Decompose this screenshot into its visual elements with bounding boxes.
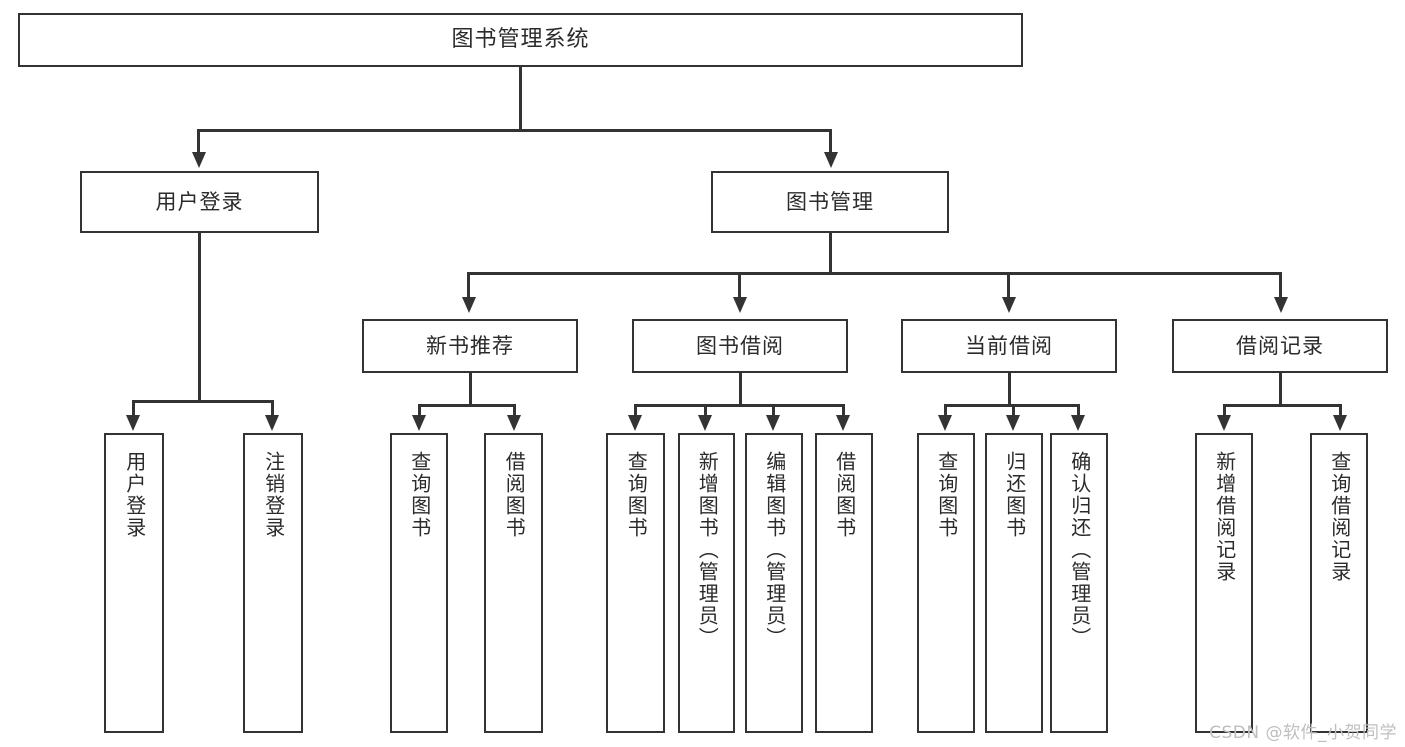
leaf-borrow-edit-book-admin[interactable]: 编辑图书（管理员）: [745, 433, 803, 733]
node-label: 借阅图书: [502, 451, 527, 539]
connector-bookborrow-drop-3: [772, 404, 775, 418]
connector-root-stem: [519, 67, 522, 130]
arrow-bookborrow-leaf-1: [628, 415, 642, 431]
connector-record-bus: [1223, 404, 1339, 407]
connector-userlogin-drop-1: [132, 400, 135, 418]
node-label: 用户登录: [155, 189, 244, 214]
connector-current-drop-3: [1077, 404, 1080, 418]
connector-newbook-drop-1: [418, 404, 421, 418]
arrow-record-leaf-1: [1217, 415, 1231, 431]
connector-userlogin-drop-2: [271, 400, 274, 418]
connector-bookborrow-drop-1: [634, 404, 637, 418]
arrow-current-leaf-3: [1071, 415, 1085, 431]
leaf-logout[interactable]: 注销登录: [243, 433, 303, 733]
node-label: 查询图书: [407, 451, 432, 539]
leaf-current-query-book[interactable]: 查询图书: [917, 433, 975, 733]
node-borrow-record[interactable]: 借阅记录: [1172, 319, 1388, 373]
node-label: 编辑图书（管理员）: [762, 451, 787, 649]
connector-level3-bus: [467, 272, 1280, 275]
node-label: 借阅图书: [832, 451, 857, 539]
connector-current-stem: [1008, 373, 1011, 406]
node-label: 新书推荐: [426, 333, 514, 358]
connector-newbook-drop-2: [513, 404, 516, 418]
connector-level3-drop-3: [1007, 272, 1010, 300]
node-label: 图书借阅: [696, 333, 784, 358]
connector-level3-drop-2: [738, 272, 741, 300]
connector-level2-drop-2: [829, 129, 832, 155]
connector-record-drop-2: [1339, 404, 1342, 418]
connector-record-drop-1: [1223, 404, 1226, 418]
connector-current-bus: [944, 404, 1077, 407]
leaf-user-login[interactable]: 用户登录: [104, 433, 164, 733]
connector-level2-drop-1: [197, 129, 200, 155]
arrow-current-leaf-2: [1006, 415, 1020, 431]
arrow-to-new-book: [462, 297, 476, 313]
connector-userlogin-bus: [132, 400, 273, 403]
node-current-borrow[interactable]: 当前借阅: [901, 319, 1117, 373]
arrow-to-book-borrow: [733, 297, 747, 313]
node-label: 注销登录: [261, 451, 286, 539]
connector-current-drop-2: [1012, 404, 1015, 418]
arrow-to-login-leaf: [126, 415, 140, 431]
leaf-current-return-book[interactable]: 归还图书: [985, 433, 1043, 733]
node-label: 查询图书: [624, 451, 649, 539]
arrow-newbook-leaf-2: [507, 415, 521, 431]
connector-current-drop-1: [944, 404, 947, 418]
node-new-book-recommend[interactable]: 新书推荐: [362, 319, 578, 373]
arrow-to-borrow-record: [1274, 297, 1288, 313]
arrow-bookborrow-leaf-3: [766, 415, 780, 431]
leaf-record-query-record[interactable]: 查询借阅记录: [1310, 433, 1368, 733]
connector-bookmgmt-stem: [829, 233, 832, 274]
arrow-record-leaf-2: [1333, 415, 1347, 431]
connector-bookborrow-stem: [739, 373, 742, 406]
arrow-to-user-login: [192, 152, 206, 168]
connector-bookborrow-drop-2: [704, 404, 707, 418]
arrow-to-current-borrow: [1002, 297, 1016, 313]
leaf-borrow-borrow-book[interactable]: 借阅图书: [815, 433, 873, 733]
leaf-current-confirm-return-admin[interactable]: 确认归还（管理员）: [1050, 433, 1108, 733]
connector-level3-drop-1: [467, 272, 470, 300]
node-label: 新增图书（管理员）: [695, 451, 720, 649]
leaf-newbook-borrow-book[interactable]: 借阅图书: [484, 433, 543, 733]
arrow-newbook-leaf-1: [412, 415, 426, 431]
leaf-borrow-add-book-admin[interactable]: 新增图书（管理员）: [678, 433, 735, 733]
connector-bookborrow-bus: [634, 404, 844, 407]
node-label: 当前借阅: [965, 333, 1053, 358]
node-label: 新增借阅记录: [1212, 451, 1237, 583]
connector-level3-drop-4: [1279, 272, 1282, 300]
leaf-newbook-query-book[interactable]: 查询图书: [390, 433, 448, 733]
arrow-bookborrow-leaf-2: [698, 415, 712, 431]
node-label: 图书管理系统: [451, 27, 590, 53]
node-root-system[interactable]: 图书管理系统: [18, 13, 1023, 67]
arrow-to-logout-leaf: [265, 415, 279, 431]
node-book-borrow[interactable]: 图书借阅: [632, 319, 848, 373]
node-label: 查询图书: [934, 451, 959, 539]
node-user-login[interactable]: 用户登录: [80, 171, 319, 233]
connector-bookborrow-drop-4: [842, 404, 845, 418]
arrow-to-book-manage: [824, 152, 838, 168]
arrow-bookborrow-leaf-4: [836, 415, 850, 431]
node-label: 图书管理: [786, 189, 874, 214]
node-book-management[interactable]: 图书管理: [711, 171, 949, 233]
arrow-current-leaf-1: [938, 415, 952, 431]
node-label: 用户登录: [122, 451, 147, 539]
leaf-record-add-record[interactable]: 新增借阅记录: [1195, 433, 1253, 733]
node-label: 查询借阅记录: [1327, 451, 1352, 583]
connector-userlogin-stem: [198, 233, 201, 402]
leaf-borrow-query-book[interactable]: 查询图书: [606, 433, 665, 733]
node-label: 借阅记录: [1236, 333, 1324, 358]
connector-newbook-bus: [418, 404, 513, 407]
node-label: 确认归还（管理员）: [1067, 451, 1092, 649]
connector-newbook-stem: [469, 373, 472, 406]
connector-record-stem: [1279, 373, 1282, 406]
connector-level2-bus: [197, 129, 831, 132]
node-label: 归还图书: [1002, 451, 1027, 539]
